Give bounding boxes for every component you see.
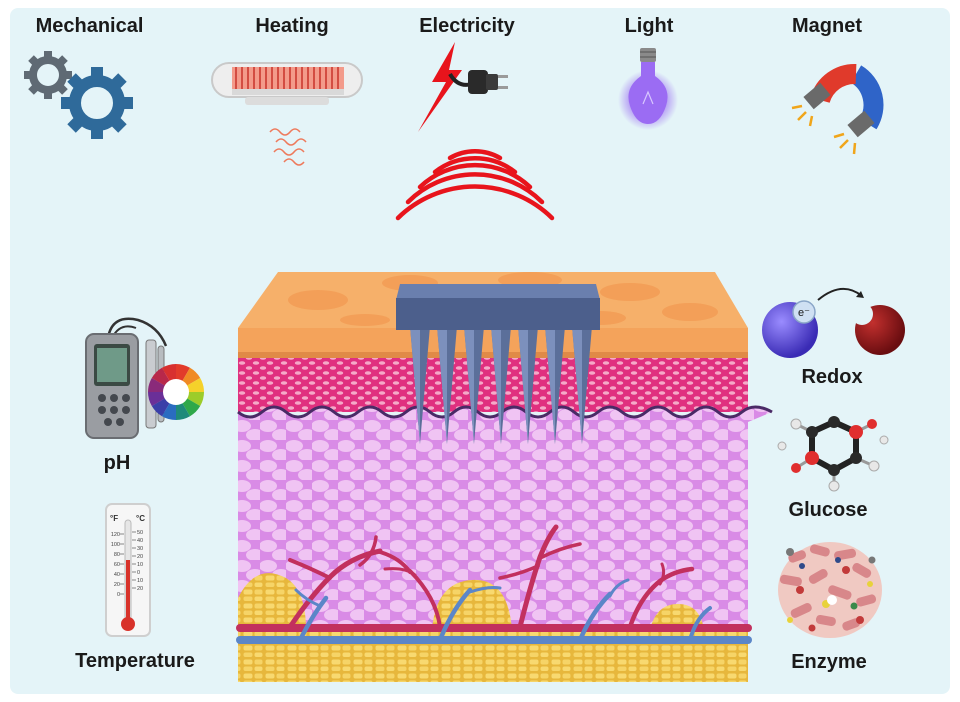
thermometer-f-tick: 60: [114, 562, 120, 568]
electron-label: e⁻: [798, 307, 810, 319]
lightning-plug-icon: [418, 42, 508, 132]
thermometer-icon: °F °C 120 100 80 60 40 20 0 50 40 30 20 …: [105, 503, 151, 637]
thermometer-c-unit: °C: [136, 514, 145, 523]
thermometer-c-tick: 50: [137, 530, 143, 536]
microneedle-patch: [396, 284, 600, 444]
skin-cross-section: [236, 272, 773, 682]
label-temperature: Temperature: [75, 650, 195, 672]
label-light: Light: [624, 15, 674, 37]
thermometer-f-tick: 40: [114, 572, 120, 578]
label-heating: Heating: [255, 15, 329, 37]
thermometer-f-unit: °F: [110, 514, 118, 523]
thermometer-c-tick: 0: [137, 570, 140, 576]
thermometer-f-tick: 80: [114, 552, 120, 558]
magnet-icon: [791, 64, 884, 155]
thermometer-c-tick: 20: [137, 586, 143, 592]
label-glucose: Glucose: [788, 499, 868, 521]
label-enzyme: Enzyme: [791, 651, 867, 673]
gears-icon: [24, 51, 133, 139]
signal-waves-icon: [395, 149, 555, 221]
label-redox: Redox: [801, 366, 863, 388]
heat-wave-icon: [269, 128, 307, 166]
thermometer-c-tick: 20: [137, 554, 143, 560]
thermometer-c-tick: 10: [137, 562, 143, 568]
thermometer-f-tick: 120: [111, 532, 120, 538]
thermometer-c-tick: 40: [137, 538, 143, 544]
ph-meter-icon: [85, 317, 204, 439]
redox-icon: e⁻: [762, 288, 905, 358]
thermometer-f-tick: 100: [111, 542, 120, 548]
label-mechanical: Mechanical: [35, 15, 144, 37]
thermometer-c-tick: 10: [137, 578, 143, 584]
light-bulb-icon: [618, 48, 678, 130]
label-electricity: Electricity: [419, 15, 515, 37]
thermometer-c-tick: 30: [137, 546, 143, 552]
thermometer-f-tick: 0: [117, 592, 120, 598]
label-ph: pH: [103, 452, 131, 474]
heater-icon: [211, 62, 363, 105]
enzyme-protein-icon: [778, 542, 882, 638]
glucose-molecule-icon: [777, 416, 889, 492]
label-magnet: Magnet: [792, 15, 862, 37]
thermometer-f-tick: 20: [114, 582, 120, 588]
